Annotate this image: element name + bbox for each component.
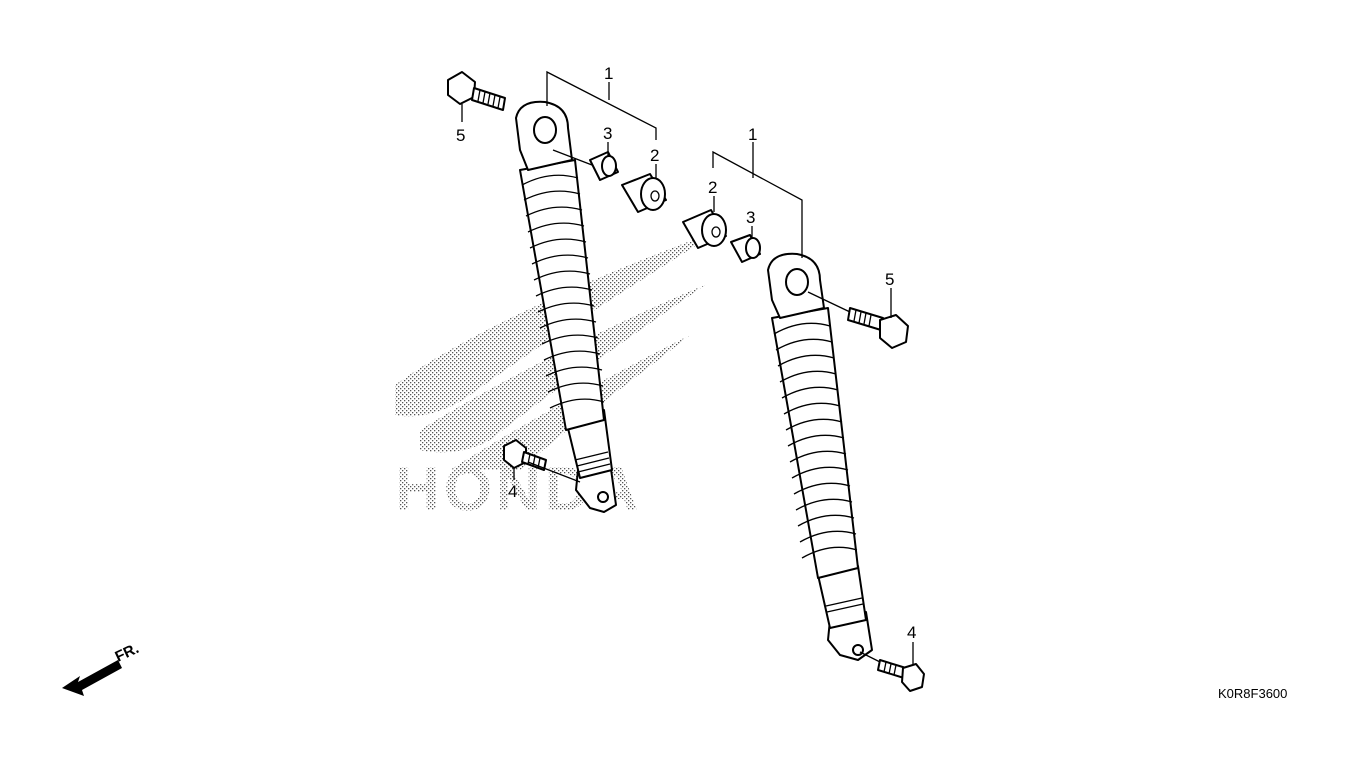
- label-right-collar: 3: [746, 208, 755, 227]
- direction-label: FR.: [113, 640, 142, 666]
- right-top-bolt: [847, 307, 909, 349]
- label-right-top-bolt: 5: [885, 270, 894, 289]
- part-code: K0R8F3600: [1218, 686, 1287, 701]
- label-left-bushing: 2: [650, 146, 659, 165]
- label-right-shock: 1: [748, 125, 757, 144]
- right-spring: [771, 307, 859, 579]
- label-left-collar: 3: [603, 124, 612, 143]
- left-bushing: [621, 173, 667, 213]
- right-bottom-bolt: [877, 659, 925, 692]
- right-collar: [730, 234, 761, 263]
- label-left-bottom-bolt: 4: [508, 482, 517, 501]
- left-spring: [519, 159, 605, 431]
- left-collar: [589, 151, 619, 181]
- label-left-top-bolt: 5: [456, 126, 465, 145]
- right-shock-absorber: [767, 252, 873, 661]
- left-top-bolt: [447, 71, 506, 111]
- left-bottom-bolt: [503, 439, 547, 471]
- label-left-shock: 1: [604, 64, 613, 83]
- left-shock-absorber: [515, 100, 617, 513]
- leader-lines: [461, 70, 914, 664]
- label-right-bushing: 2: [708, 178, 717, 197]
- front-direction-arrow: FR.: [62, 640, 142, 696]
- right-bushing: [682, 209, 727, 249]
- label-right-bottom-bolt: 4: [907, 623, 916, 642]
